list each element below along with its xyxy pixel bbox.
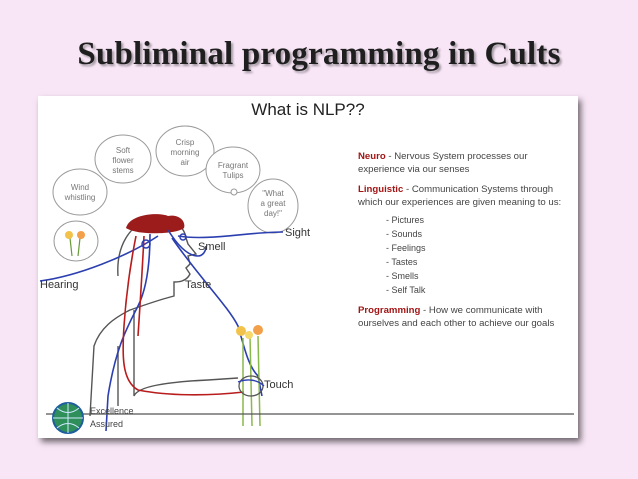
blue-nerves [39, 229, 284, 432]
list-item: - Feelings [386, 243, 426, 253]
excellence-logo: Excellence Assured [52, 402, 134, 434]
brain [126, 214, 185, 234]
linguistic-term: Linguistic [358, 184, 404, 195]
bubble-soft-flower [94, 134, 152, 184]
slide-title: Subliminal programming in Cults [77, 36, 561, 72]
linguistic-list: - Pictures - Sounds - Feelings - Tastes … [386, 213, 568, 297]
programming-term: Programming [358, 305, 421, 316]
neuro-definition: Neuro - Nervous System processes our exp… [358, 151, 568, 176]
linguistic-definition: Linguistic - Communication Systems throu… [358, 184, 568, 209]
list-item: - Smells [386, 271, 419, 281]
neuro-desc: - Nervous System processes our experienc… [358, 151, 528, 175]
label-hearing: Hearing [40, 279, 79, 291]
diagram-heading: What is NLP?? [251, 100, 365, 119]
programming-definition: Programming - How we communicate with ou… [358, 305, 568, 330]
bubble-flowers [65, 231, 85, 257]
label-sight: Sight [285, 227, 310, 239]
list-item: - Tastes [386, 257, 418, 267]
label-taste: Taste [185, 279, 211, 291]
bubble-wind [52, 168, 108, 216]
hand-flowers [236, 325, 265, 427]
linguistic-desc: - Communication Systems through which ou… [358, 184, 562, 208]
logo-line1: Excellence [90, 406, 134, 416]
label-smell: Smell [198, 241, 226, 253]
logo-line2: Assured [90, 419, 123, 429]
nlp-definitions: Neuro - Nervous System processes our exp… [358, 151, 568, 338]
bubble-tulips [205, 146, 261, 194]
red-nerves [122, 235, 245, 396]
label-touch: Touch [264, 379, 293, 391]
list-item: - Self Talk [386, 285, 426, 295]
bubble-flower-image [53, 220, 99, 262]
list-item: - Sounds [386, 229, 423, 239]
list-item: - Pictures [386, 215, 425, 225]
neuro-term: Neuro [358, 151, 386, 162]
bubble-crisp-air [155, 125, 215, 177]
programming-desc: - How we communicate with ourselves and … [358, 305, 555, 329]
